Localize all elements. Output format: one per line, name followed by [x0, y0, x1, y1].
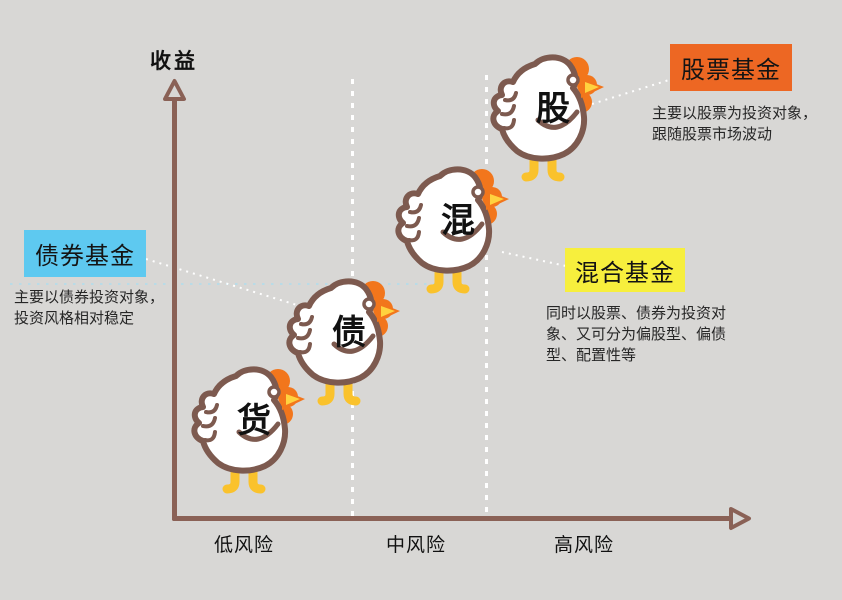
bond-fund-title-box: 债券基金 — [24, 230, 146, 277]
x-tick-low-risk: 低风险 — [214, 534, 275, 556]
stock-fund-description: 主要以股票为投资对象， 跟随股票市场波动 — [652, 104, 818, 143]
chicken-mixed-fund-icon: 混 — [394, 166, 512, 294]
risk-zone-divider-2 — [485, 75, 488, 516]
chicken-mixed-label: 混 — [441, 201, 475, 241]
chicken-bond-fund-icon: 债 — [285, 278, 403, 406]
stock-fund-title: 股票基金 — [681, 56, 781, 84]
chicken-stock-label: 股 — [536, 89, 570, 129]
chicken-money-label: 货 — [237, 401, 271, 441]
y-axis-label: 收益 — [150, 49, 198, 73]
chicken-bond-label: 债 — [332, 313, 366, 353]
y-axis — [172, 98, 177, 521]
y-axis-arrowhead-icon — [163, 79, 186, 101]
x-axis — [172, 516, 731, 521]
bond-fund-description: 主要以债券投资对象， 投资风格相对稳定 — [14, 288, 165, 327]
chicken-stock-fund-icon: 股 — [489, 54, 607, 182]
mixed-fund-title-box: 混合基金 — [565, 248, 685, 292]
x-tick-high-risk: 高风险 — [554, 534, 615, 556]
chicken-money-fund-icon: 货 — [190, 366, 308, 494]
mixed-fund-title: 混合基金 — [575, 258, 675, 287]
x-axis-arrowhead-icon — [729, 507, 751, 530]
stock-fund-title-box: 股票基金 — [670, 44, 792, 91]
mixed-fund-description: 同时以股票、债券为投资对 象、又可分为偏股型、偏债 型、配置性等 — [546, 304, 727, 364]
bond-fund-title: 债券基金 — [35, 242, 135, 270]
x-tick-mid-risk: 中风险 — [386, 534, 447, 556]
